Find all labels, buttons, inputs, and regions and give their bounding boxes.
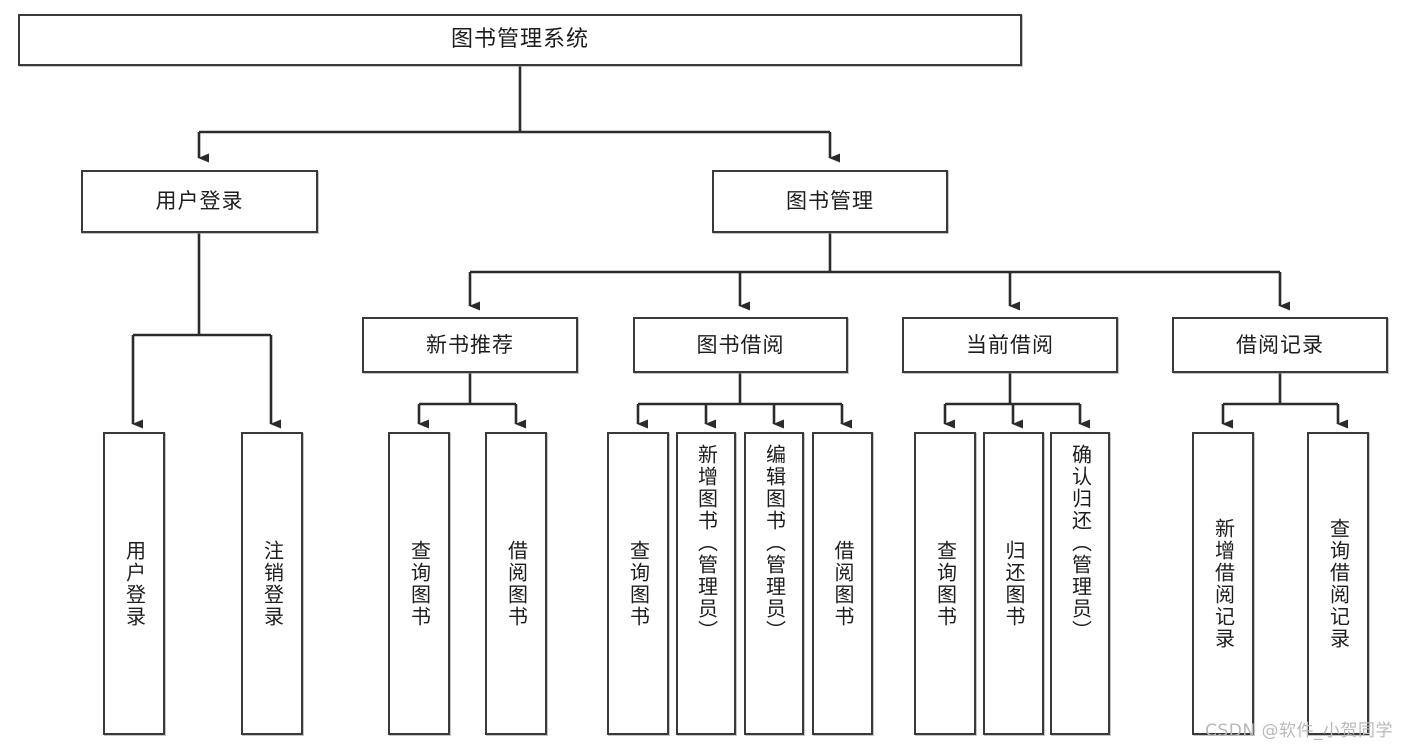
- node-user-login[interactable]: 用户登录: [81, 170, 318, 233]
- node-book-management-label: 图书管理: [786, 189, 874, 214]
- leaf-borrow-record-query[interactable]: 查询借阅记录: [1307, 432, 1369, 735]
- node-book-management[interactable]: 图书管理: [712, 170, 948, 233]
- leaf-borrow-record-query-label: 查询借阅记录: [1326, 517, 1351, 650]
- leaf-new-book-query-label: 查询图书: [407, 539, 432, 628]
- node-new-book-recommend[interactable]: 新书推荐: [362, 317, 578, 373]
- node-borrow-record-label: 借阅记录: [1236, 332, 1324, 357]
- leaf-book-borrow-borrow[interactable]: 借阅图书: [812, 432, 873, 735]
- leaf-current-borrow-query[interactable]: 查询图书: [914, 432, 976, 735]
- node-book-borrow-label: 图书借阅: [696, 332, 785, 357]
- leaf-book-borrow-add[interactable]: 新增图书（管理员）: [676, 432, 736, 735]
- leaf-user-login-logout-label: 注销登录: [260, 539, 285, 628]
- node-book-borrow[interactable]: 图书借阅: [633, 317, 848, 373]
- node-user-login-label: 用户登录: [155, 189, 244, 214]
- leaf-user-login-login[interactable]: 用户登录: [103, 432, 165, 735]
- leaf-current-borrow-return[interactable]: 归还图书: [983, 432, 1044, 735]
- leaf-new-book-borrow-label: 借阅图书: [504, 539, 529, 628]
- leaf-borrow-record-add[interactable]: 新增借阅记录: [1192, 432, 1254, 735]
- leaf-book-borrow-edit-label: 编辑图书（管理员）: [762, 444, 787, 642]
- leaf-new-book-borrow[interactable]: 借阅图书: [485, 432, 547, 735]
- node-root-label: 图书管理系统: [450, 27, 589, 53]
- leaf-book-borrow-query-label: 查询图书: [626, 539, 651, 628]
- leaf-current-borrow-query-label: 查询图书: [933, 539, 958, 628]
- leaf-current-borrow-confirm-label: 确认归还（管理员）: [1068, 444, 1093, 642]
- leaf-book-borrow-borrow-label: 借阅图书: [831, 539, 855, 628]
- node-current-borrow[interactable]: 当前借阅: [902, 317, 1118, 373]
- node-current-borrow-label: 当前借阅: [966, 332, 1054, 357]
- node-borrow-record[interactable]: 借阅记录: [1172, 317, 1388, 373]
- leaf-book-borrow-add-label: 新增图书（管理员）: [694, 444, 719, 642]
- node-new-book-recommend-label: 新书推荐: [426, 332, 514, 357]
- leaf-current-borrow-confirm[interactable]: 确认归还（管理员）: [1050, 432, 1110, 735]
- leaf-new-book-query[interactable]: 查询图书: [388, 432, 450, 735]
- leaf-book-borrow-edit[interactable]: 编辑图书（管理员）: [744, 432, 804, 735]
- leaf-borrow-record-add-label: 新增借阅记录: [1211, 517, 1236, 650]
- leaf-user-login-login-label: 用户登录: [122, 539, 147, 628]
- leaf-user-login-logout[interactable]: 注销登录: [241, 432, 303, 735]
- leaf-book-borrow-query[interactable]: 查询图书: [607, 432, 669, 735]
- node-root[interactable]: 图书管理系统: [18, 14, 1022, 66]
- leaf-current-borrow-return-label: 归还图书: [1002, 539, 1026, 628]
